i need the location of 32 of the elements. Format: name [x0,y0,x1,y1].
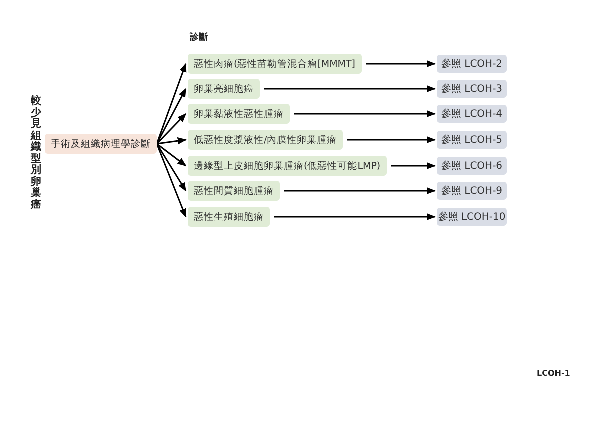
page-code: LCOH-1 [537,369,570,378]
vertical-title: 較少見組織型別卵巢癌 [31,96,42,212]
diagnosis-box: 卵巢亮細胞癌 [188,79,260,99]
reference-box: 參照 LCOH-9 [437,182,507,200]
diagnosis-box: 低惡性度漿液性/內膜性卵巢腫瘤 [188,130,344,150]
arrow [294,110,436,118]
reference-box: 參照 LCOH-2 [437,55,507,73]
arrow [391,162,436,170]
arrow [156,63,187,144]
reference-box: 參照 LCOH-4 [437,105,507,123]
arrow [156,144,187,192]
arrow [264,85,436,93]
arrow [156,88,187,144]
process-box: 手術及組織病理學診斷 [45,134,157,154]
reference-box: 參照 LCOH-10 [437,208,507,226]
diagnosis-box: 邊緣型上皮細胞卵巢腫瘤(低惡性可能LMP) [188,156,387,176]
section-heading: 診斷 [190,31,208,44]
diagnosis-box: 卵巢黏液性惡性腫瘤 [188,104,290,124]
arrow [156,144,187,218]
diagnosis-box: 惡性生殖細胞瘤 [188,207,270,227]
arrow [156,113,187,145]
arrow [156,138,187,145]
reference-box: 參照 LCOH-3 [437,80,507,98]
arrow [366,60,436,68]
diagnosis-box: 惡性肉瘤(惡性苗勒管混合瘤[MMMT] [188,54,362,74]
diagnosis-box: 惡性間質細胞腫瘤 [188,181,280,201]
arrow [347,136,436,144]
arrow [284,187,436,195]
arrow [156,143,187,167]
reference-box: 參照 LCOH-5 [437,131,507,149]
arrow [274,213,436,221]
reference-box: 參照 LCOH-6 [437,157,507,175]
